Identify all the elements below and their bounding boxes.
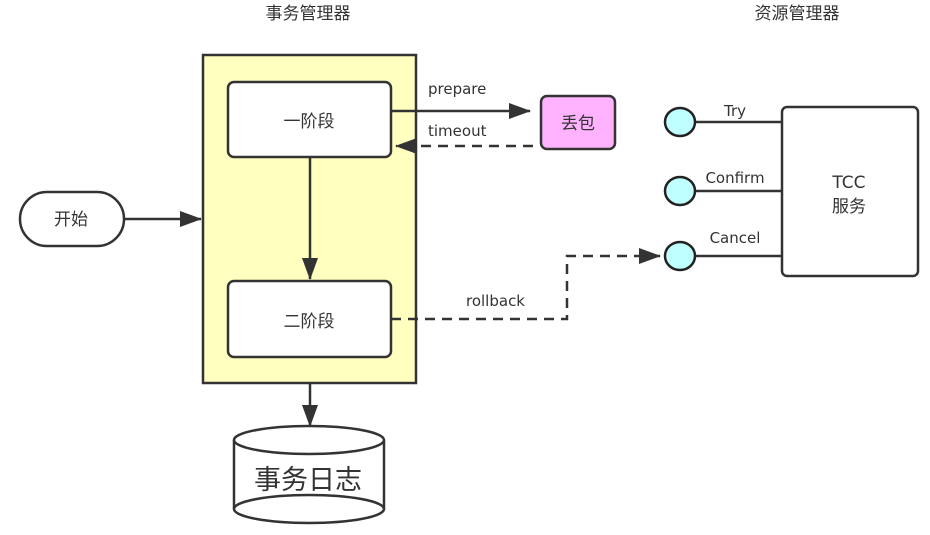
packet-loss-label: 丢包 bbox=[561, 114, 595, 134]
rollback-edge bbox=[391, 248, 661, 321]
transaction-log-label: 事务日志 bbox=[254, 465, 362, 496]
confirm-port[interactable]: Confirm bbox=[663, 169, 782, 207]
try-port-circle[interactable] bbox=[663, 106, 697, 138]
rollback-label: rollback bbox=[466, 292, 525, 310]
cancel-port-circle[interactable] bbox=[663, 240, 697, 272]
start-label: 开始 bbox=[54, 210, 88, 230]
transaction-log-node[interactable]: 事务日志 bbox=[232, 424, 386, 525]
title-transaction-manager: 事务管理器 bbox=[266, 4, 351, 24]
tcc-service-label-line2: 服务 bbox=[832, 197, 866, 217]
confirm-label: Confirm bbox=[705, 169, 764, 187]
packet-loss-node[interactable]: 丢包 bbox=[539, 94, 617, 151]
cancel-port[interactable]: Cancel bbox=[663, 229, 782, 272]
start-node[interactable]: 开始 bbox=[18, 190, 126, 248]
tcc-service-node[interactable]: TCC 服务 bbox=[780, 105, 920, 278]
phase-one-node[interactable]: 一阶段 bbox=[226, 80, 393, 159]
phase-two-label: 二阶段 bbox=[284, 312, 335, 332]
timeout-label: timeout bbox=[428, 122, 487, 140]
try-label: Try bbox=[723, 102, 746, 120]
try-port[interactable]: Try bbox=[663, 102, 782, 138]
confirm-port-circle[interactable] bbox=[663, 175, 697, 207]
prepare-label: prepare bbox=[428, 80, 486, 98]
phase-two-node[interactable]: 二阶段 bbox=[226, 279, 393, 359]
cancel-label: Cancel bbox=[710, 229, 761, 247]
tcc-service-label-line1: TCC bbox=[831, 173, 865, 193]
title-resource-manager: 资源管理器 bbox=[755, 4, 840, 24]
phase-one-label: 一阶段 bbox=[284, 112, 335, 132]
